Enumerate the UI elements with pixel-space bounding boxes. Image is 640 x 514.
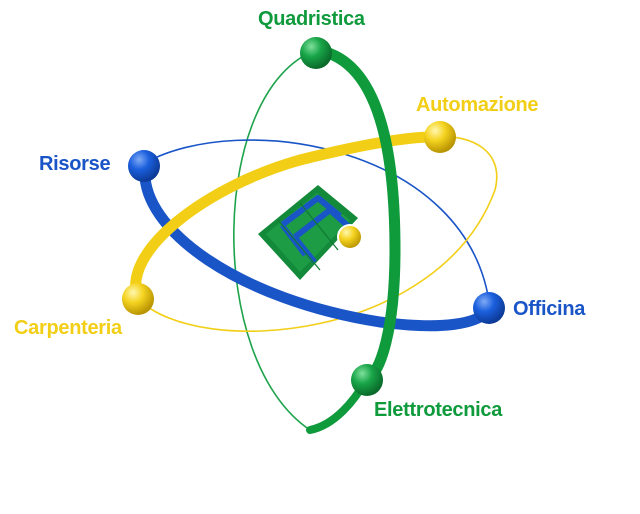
green-orbit-back xyxy=(233,49,317,431)
yellow-orbit-front xyxy=(130,131,446,305)
quadristica-label: Quadristica xyxy=(258,8,366,30)
elettrotecnica-node xyxy=(351,364,383,396)
carpenteria-label: Carpenteria xyxy=(14,317,123,339)
risorse-label: Risorse xyxy=(38,153,111,175)
chip-logo-icon xyxy=(258,185,363,280)
automazione-label: Automazione xyxy=(415,94,539,116)
yellow-orbit-back xyxy=(137,136,498,332)
officina-label: Officina xyxy=(512,298,586,320)
officina-node xyxy=(473,292,505,324)
carpenteria-node xyxy=(122,283,154,315)
green-orbit-front xyxy=(310,44,401,386)
risorse-node xyxy=(128,150,160,182)
elettrotecnica-label: Elettrotecnica xyxy=(373,399,503,421)
quadristica-node xyxy=(300,37,332,69)
blue-orbit-front xyxy=(139,162,496,332)
automazione-node xyxy=(424,121,456,153)
